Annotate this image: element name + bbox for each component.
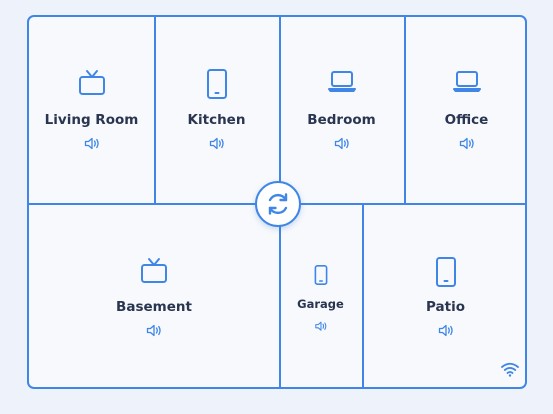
room-office[interactable]: Office [404, 17, 525, 203]
speaker-icon[interactable] [314, 316, 327, 335]
phone-icon [313, 265, 329, 290]
wall-top-2 [279, 17, 281, 204]
room-garage[interactable]: Garage [279, 203, 362, 387]
room-label: Office [444, 112, 489, 128]
tablet-icon [205, 69, 229, 103]
tablet-icon [434, 257, 458, 291]
room-patio[interactable]: Patio [362, 203, 525, 387]
room-living-room[interactable]: Living Room [29, 17, 154, 203]
room-label: Garage [297, 297, 344, 311]
wall-top-1 [154, 17, 156, 204]
sync-hub-button[interactable] [255, 181, 301, 227]
wall-top-3 [404, 17, 406, 204]
room-label: Kitchen [187, 112, 246, 128]
room-label: Patio [426, 299, 465, 315]
laptop-icon [452, 69, 482, 97]
room-label: Basement [116, 299, 192, 315]
speaker-icon[interactable] [334, 135, 350, 154]
tv-icon [77, 69, 107, 101]
room-basement[interactable]: Basement [29, 203, 279, 387]
tv-icon [139, 257, 169, 289]
room-bedroom[interactable]: Bedroom [279, 17, 404, 203]
wall-bottom-2 [362, 203, 364, 387]
speaker-icon[interactable] [459, 135, 475, 154]
wall-bottom-1 [279, 203, 281, 387]
room-kitchen[interactable]: Kitchen [154, 17, 279, 203]
speaker-icon[interactable] [146, 322, 162, 341]
speaker-icon[interactable] [209, 135, 225, 154]
room-label: Bedroom [307, 112, 376, 128]
speaker-icon[interactable] [84, 135, 100, 154]
wifi-icon [501, 362, 519, 377]
sync-icon [268, 193, 288, 215]
room-label: Living Room [44, 112, 139, 128]
speaker-icon[interactable] [438, 322, 454, 341]
wifi-status[interactable] [501, 362, 519, 381]
laptop-icon [327, 69, 357, 97]
